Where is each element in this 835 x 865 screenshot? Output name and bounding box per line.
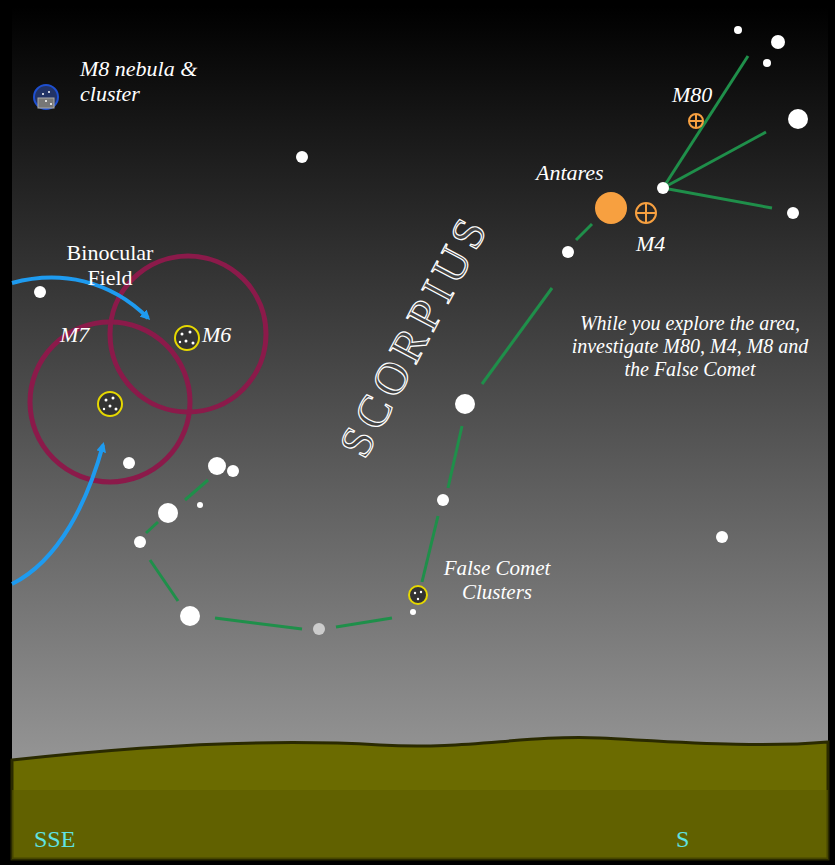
field-label: Binocular Field: [50, 240, 170, 291]
object-label: M80: [672, 82, 732, 107]
compass-label: S: [676, 826, 716, 854]
object-label: M8 nebula & cluster: [80, 56, 250, 107]
star-label: Antares: [536, 160, 636, 185]
compass-label: SSE: [34, 826, 114, 854]
note: While you explore the area, investigate …: [560, 312, 820, 381]
cluster-label: M7: [60, 322, 110, 347]
cluster-label: M6: [202, 322, 252, 347]
object-label: M4: [636, 231, 686, 256]
cluster-label: False Comet Clusters: [432, 556, 562, 604]
